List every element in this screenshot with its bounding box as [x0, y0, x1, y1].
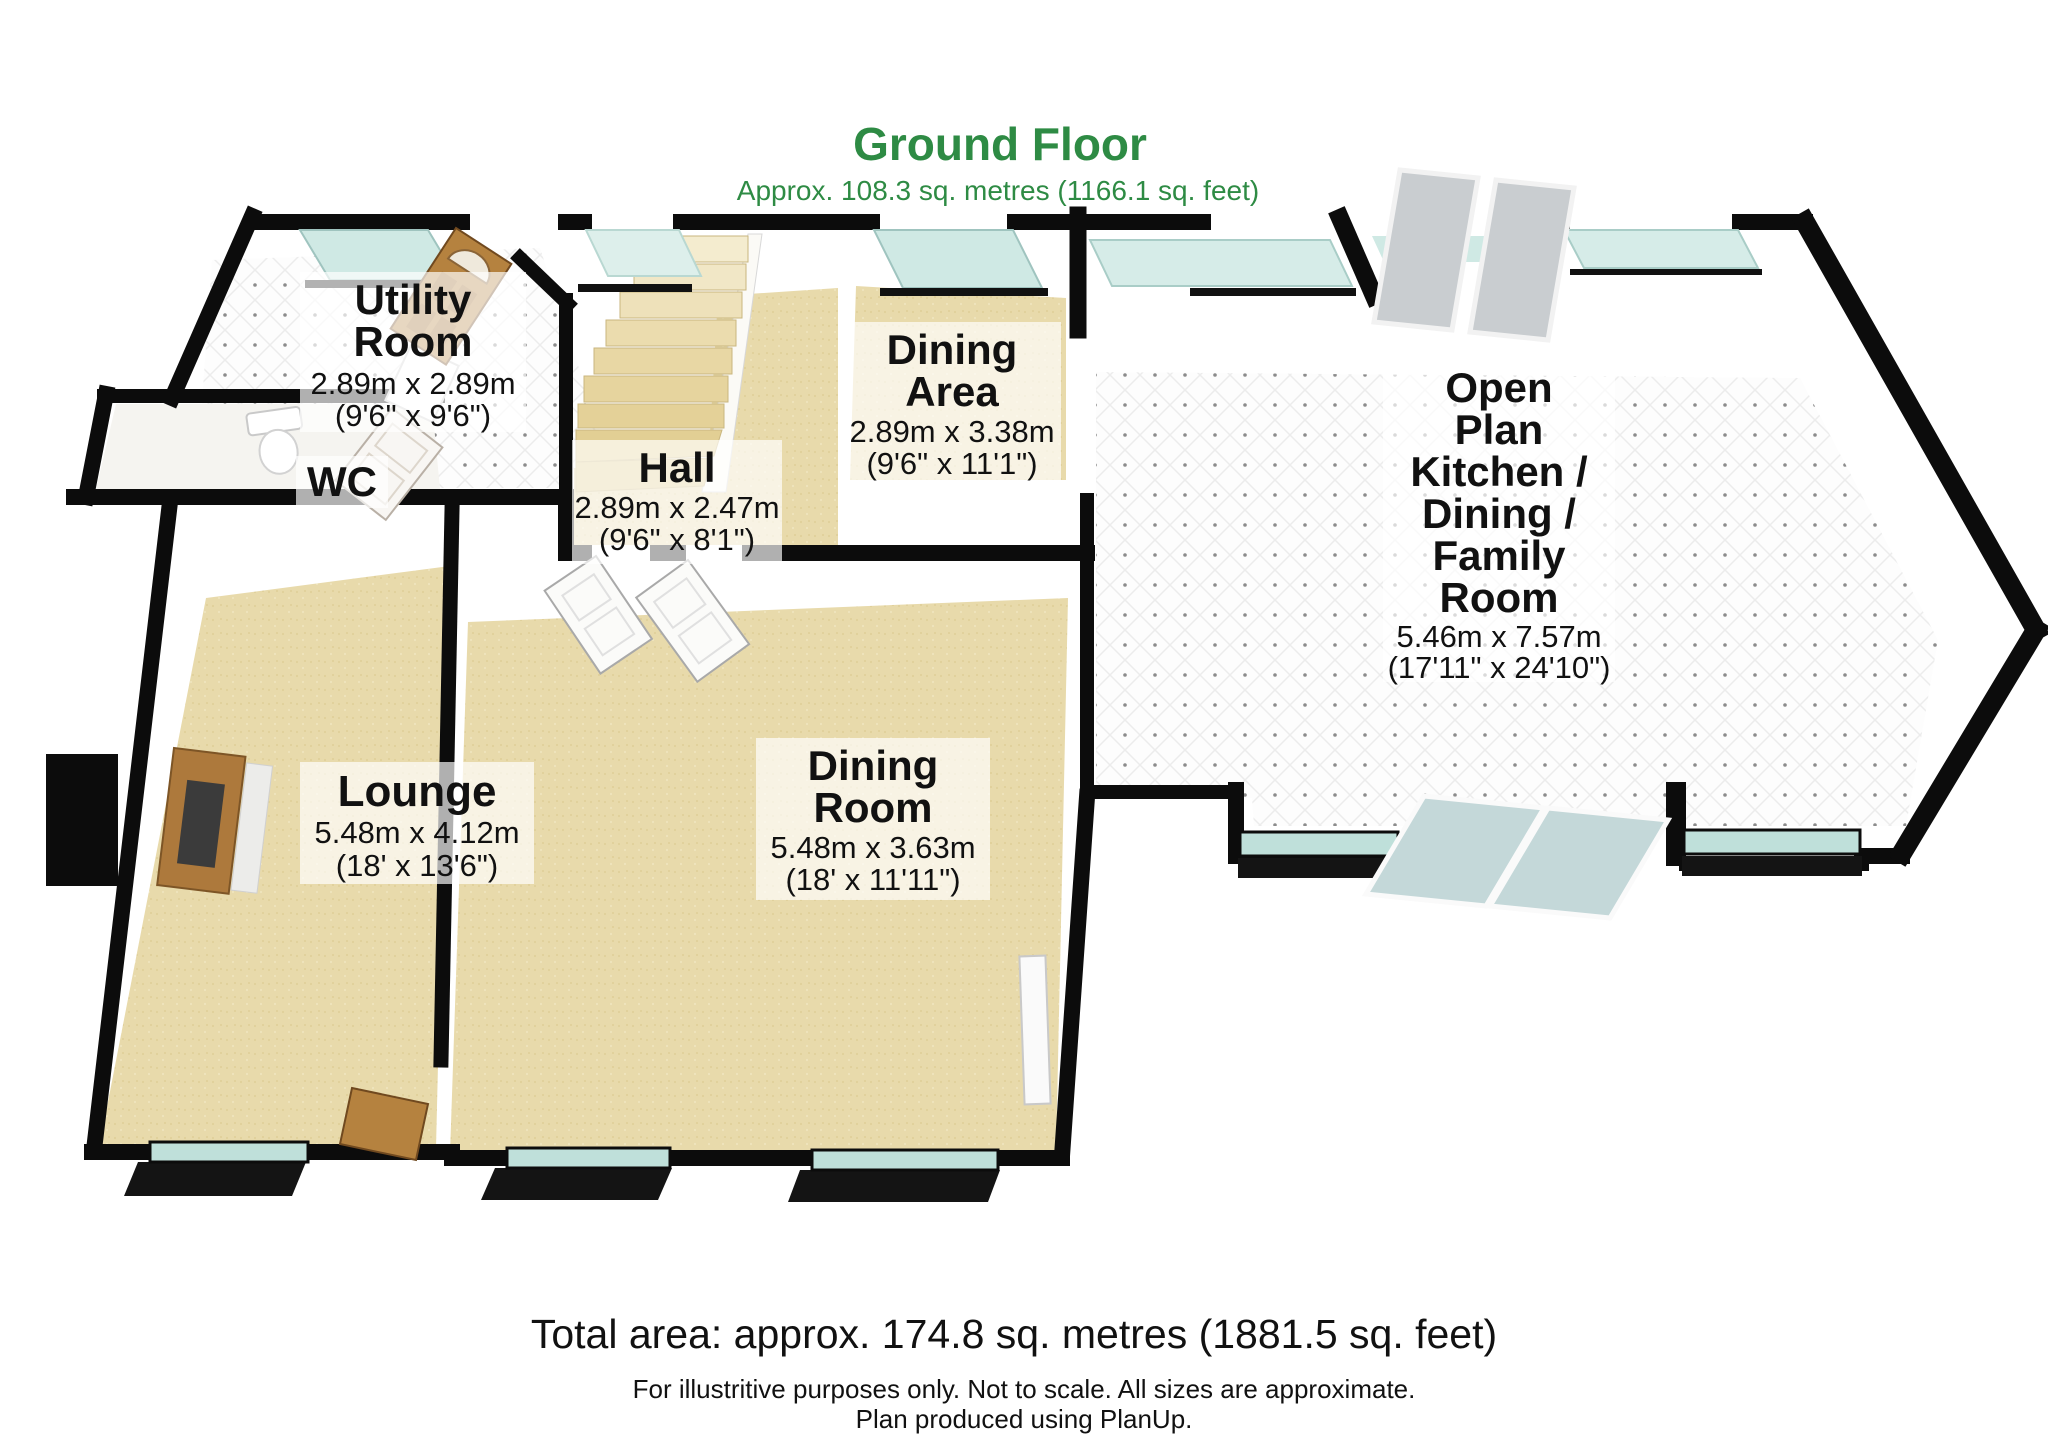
- dining-room-name: Dining: [808, 742, 939, 789]
- skylight-panel: [1467, 177, 1577, 343]
- kitchen-bifold-door-panel: [1361, 793, 1549, 909]
- stair-step: [619, 291, 743, 319]
- fireplace: [156, 746, 274, 895]
- dining-room-window2-outer-sill: [788, 1170, 1000, 1202]
- wc-name: WC: [307, 458, 377, 505]
- lounge-metric: 5.48m x 4.12m: [314, 815, 519, 850]
- header: Ground Floor Approx. 108.3 sq. metres (1…: [737, 118, 1259, 206]
- credit-text: Plan produced using PlanUp.: [856, 1404, 1193, 1434]
- utility-room-metric: 2.89m x 2.89m: [310, 366, 515, 401]
- lounge-imperial: (18' x 13'6"): [336, 848, 498, 883]
- label-wc: WC: [296, 456, 388, 508]
- dining-area-window-glass: [872, 229, 1044, 289]
- toilet-bowl: [258, 428, 299, 475]
- stair-step: [577, 403, 725, 429]
- hall-imperial: (9'6" x 8'1"): [599, 522, 755, 557]
- label-lounge: Lounge 5.48m x 4.12m (18' x 13'6"): [300, 762, 534, 884]
- page-subtitle: Approx. 108.3 sq. metres (1166.1 sq. fee…: [737, 175, 1259, 206]
- floor-plan: Utility Room 2.89m x 2.89m (9'6" x 9'6")…: [46, 167, 2048, 1202]
- hall-metric: 2.89m x 2.47m: [574, 490, 779, 525]
- kitchen-window-right-outer-sill: [1682, 856, 1862, 876]
- footer: Total area: approx. 174.8 sq. metres (18…: [531, 1311, 1497, 1434]
- stair-step: [605, 319, 737, 347]
- open-plan-line5: Family: [1432, 532, 1566, 579]
- dining-room-metric: 5.48m x 3.63m: [770, 830, 975, 865]
- lounge-window-outer-sill: [124, 1162, 306, 1196]
- dining-area-imperial: (9'6" x 11'1"): [866, 446, 1037, 481]
- kitchen-corner-wall: [1328, 206, 1386, 308]
- open-plan-line4: Dining /: [1422, 490, 1576, 537]
- dining-area-metric: 2.89m x 3.38m: [849, 414, 1054, 449]
- dining-area-name: Dining: [887, 326, 1018, 373]
- dining-room-imperial: (18' x 11'11"): [785, 862, 960, 897]
- interior-walls: [97, 248, 1869, 871]
- page-title: Ground Floor: [853, 118, 1147, 170]
- kitchen-left-window-glass: [1088, 239, 1354, 287]
- stair-step: [593, 347, 733, 375]
- kitchen-window-right-glass: [1682, 828, 1862, 856]
- label-dining-area: Dining Area 2.89m x 3.38m (9'6" x 11'1"): [843, 322, 1061, 490]
- windows: [124, 167, 1862, 1202]
- label-dining-room: Dining Room 5.48m x 3.63m (18' x 11'11"): [756, 738, 990, 900]
- label-open-plan: Open Plan Kitchen / Dining / Family Room…: [1383, 360, 1615, 685]
- kitchen-window-left-outer-sill: [1238, 858, 1400, 878]
- utility-room-imperial: (9'6" x 9'6"): [335, 398, 491, 433]
- room-labels: Utility Room 2.89m x 2.89m (9'6" x 9'6")…: [296, 272, 1615, 900]
- dining-room-window2-glass: [810, 1148, 1000, 1172]
- hall-door-lounge-side: [543, 554, 654, 675]
- skylight-panel: [1371, 167, 1481, 333]
- open-plan-line6: Room: [1440, 574, 1559, 621]
- dining-room-name2: Room: [814, 784, 933, 831]
- dining-room-window-glass: [505, 1146, 672, 1170]
- lounge-window-glass: [148, 1140, 310, 1164]
- stairs-window-glass: [584, 229, 703, 277]
- dining-room-window-outer-sill: [481, 1168, 672, 1200]
- lounge-name: Lounge: [338, 767, 497, 816]
- utility-room-name: Utility: [355, 276, 472, 323]
- disclaimer-text: For illustritive purposes only. Not to s…: [633, 1374, 1416, 1404]
- chimney-breast: [46, 754, 118, 886]
- open-plan-line3: Kitchen /: [1410, 448, 1588, 495]
- total-area-text: Total area: approx. 174.8 sq. metres (18…: [531, 1311, 1497, 1357]
- lounge-floor: [99, 566, 450, 1148]
- open-plan-line2: Plan: [1455, 406, 1544, 453]
- utility-room-name2: Room: [354, 318, 473, 365]
- lounge-dining-door: [338, 1086, 430, 1162]
- kitchen-window-left-glass: [1238, 830, 1400, 858]
- fireplace-hearth: [230, 762, 274, 894]
- label-hall: Hall 2.89m x 2.47m (9'6" x 8'1"): [572, 440, 782, 564]
- label-utility-room: Utility Room 2.89m x 2.89m (9'6" x 9'6"): [300, 272, 526, 433]
- fireplace-opening: [176, 779, 225, 868]
- kitchen-bifold-door-panel: [1485, 805, 1673, 921]
- stair-step: [583, 375, 729, 403]
- kitchen-right-wall: [1791, 208, 2048, 867]
- hall-door-dining-side: [634, 558, 751, 684]
- toilet: [245, 406, 304, 475]
- open-plan-imperial: (17'11" x 24'10"): [1388, 650, 1611, 685]
- hall-name: Hall: [638, 444, 715, 491]
- open-plan-metric: 5.46m x 7.57m: [1396, 619, 1601, 654]
- dining-area-name2: Area: [905, 368, 999, 415]
- open-plan-line1: Open: [1445, 364, 1552, 411]
- kitchen-right-window-glass: [1562, 229, 1760, 269]
- radiator: [1018, 954, 1052, 1106]
